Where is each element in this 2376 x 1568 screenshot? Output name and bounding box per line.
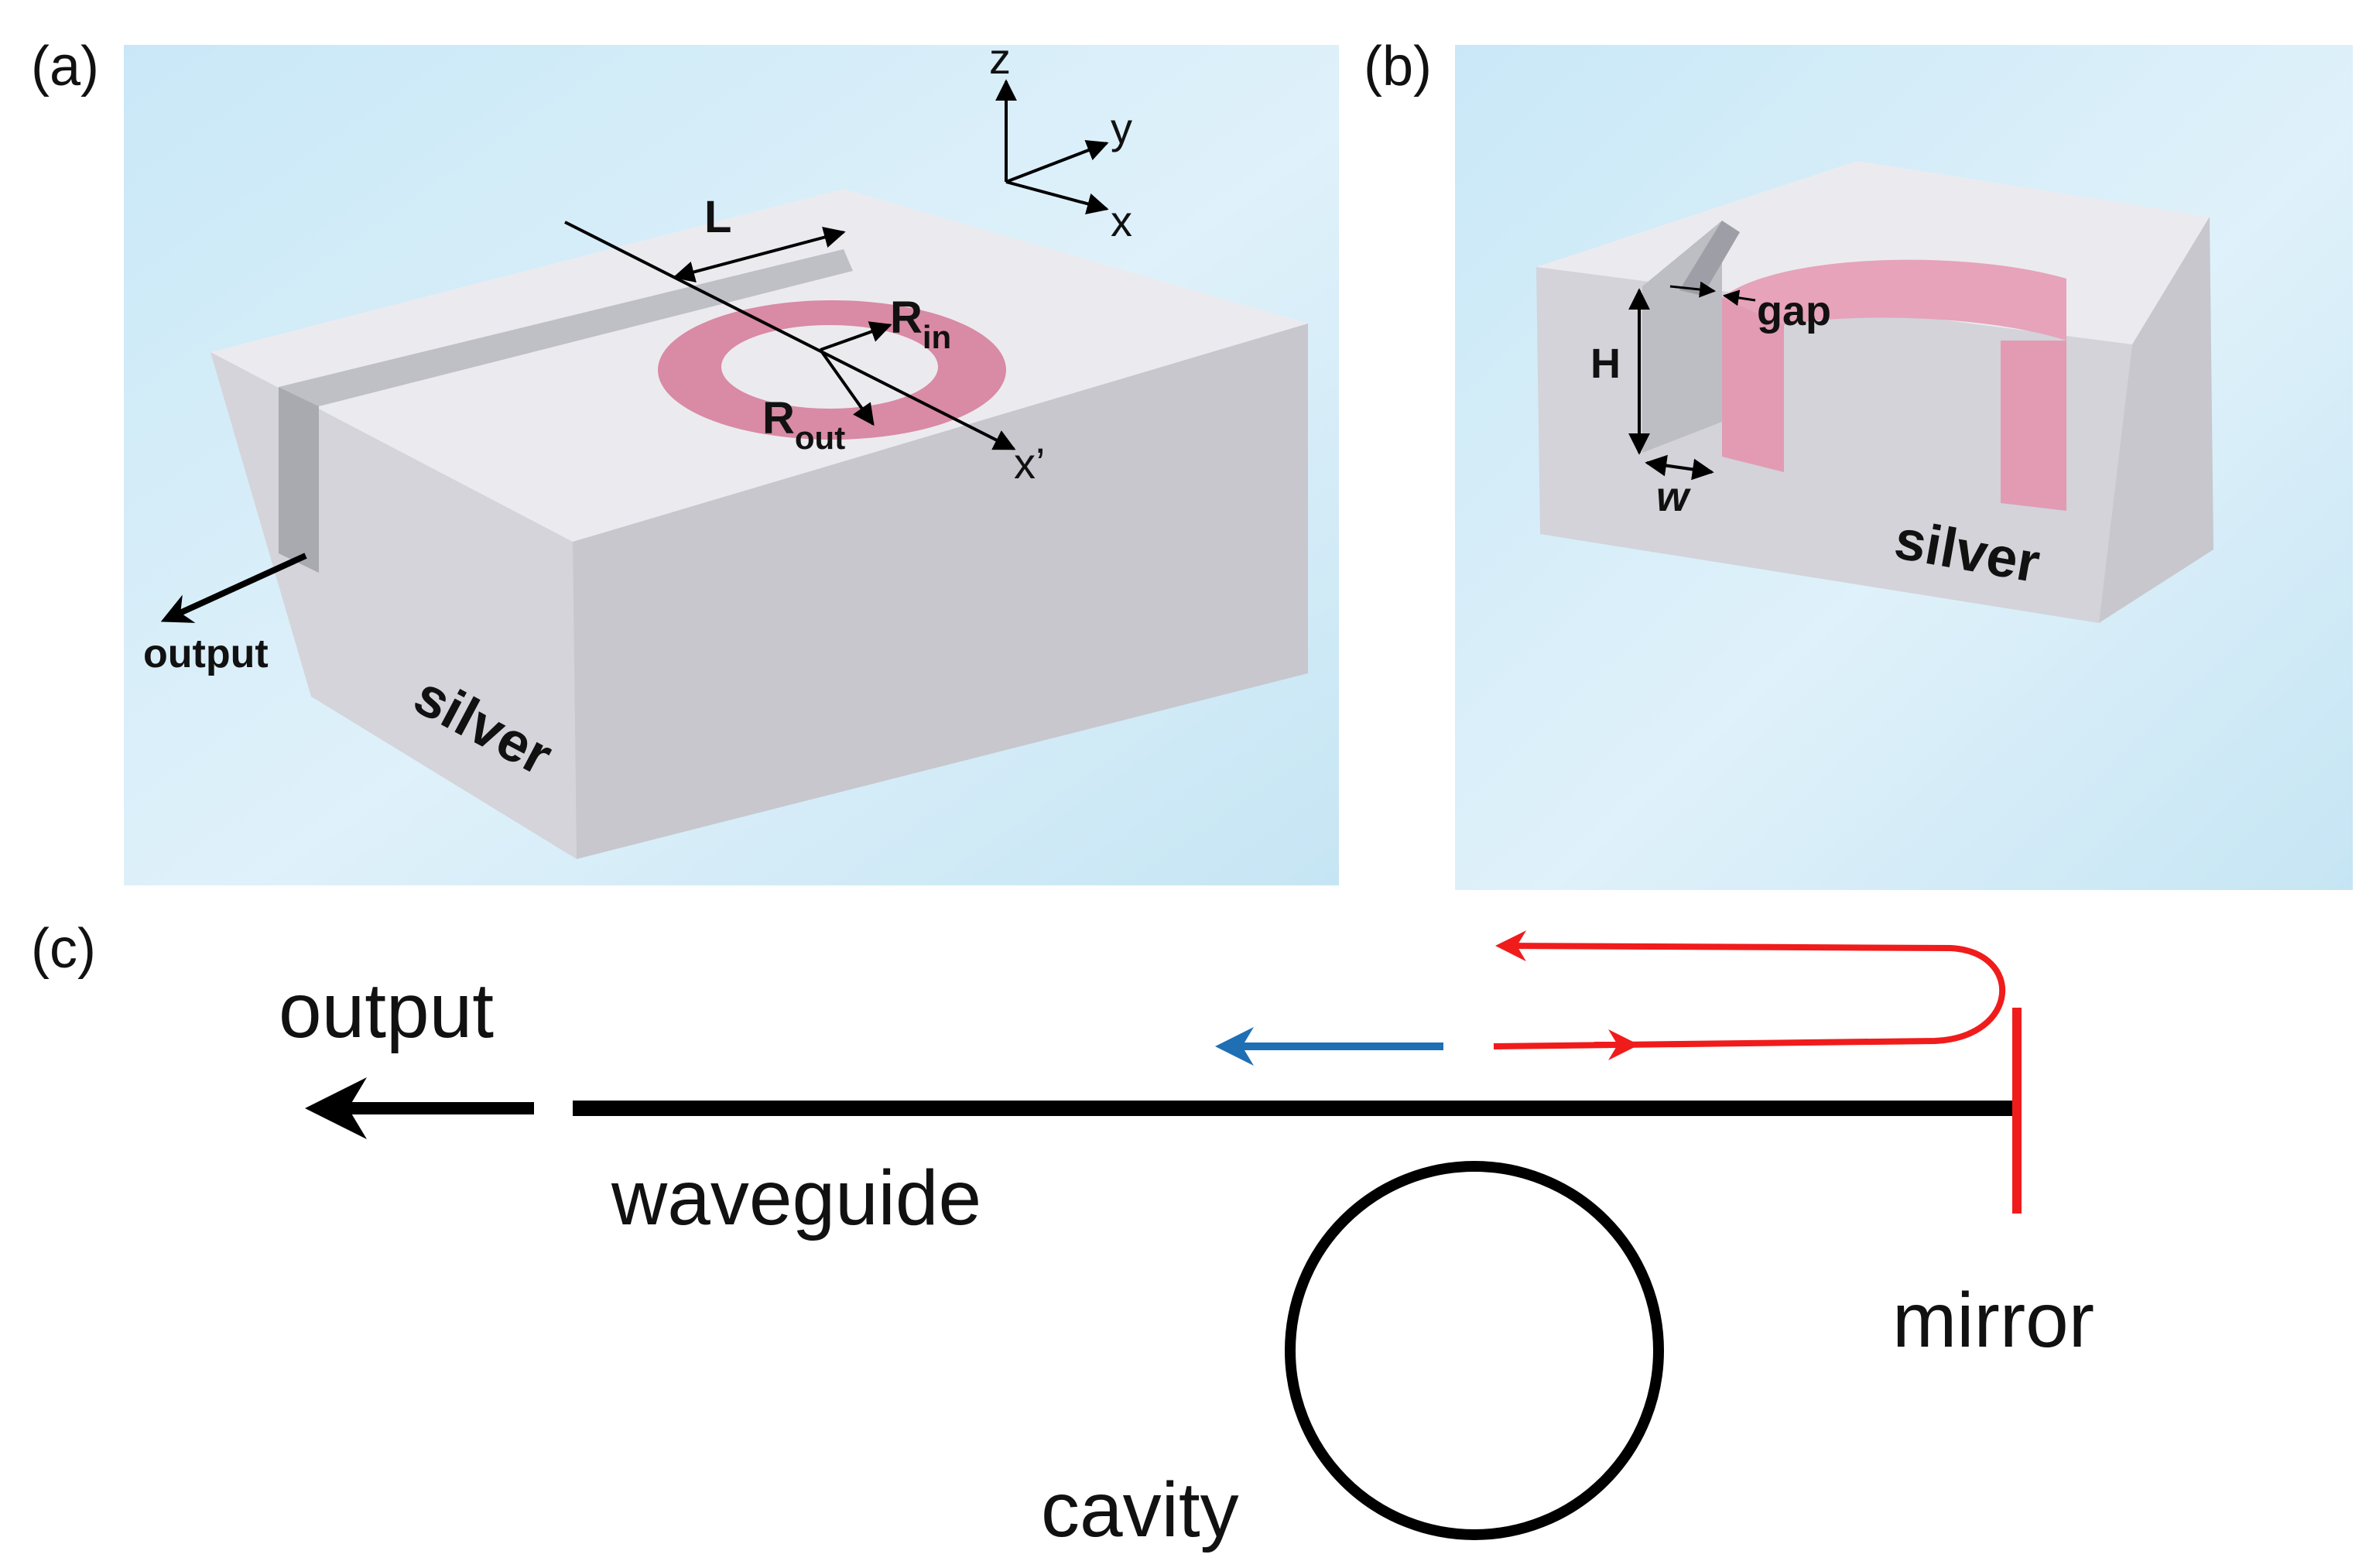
block-b-side xyxy=(2099,217,2213,623)
panel-c-label: (c) xyxy=(31,918,96,980)
ring-b-left-wall xyxy=(1722,298,1784,472)
y-axis-label: y xyxy=(1111,104,1132,152)
output-arrow-a xyxy=(160,553,307,623)
r-out-label: Rout xyxy=(762,393,845,456)
x-axis-arrow xyxy=(1005,180,1109,214)
height-label: H xyxy=(1590,341,1621,387)
r-in-arrow xyxy=(820,321,892,351)
x-prime-cut-line xyxy=(564,221,1016,450)
panel-b: (b) H w gap silver xyxy=(1364,36,2353,890)
output-label-c: output xyxy=(279,967,494,1054)
axes-triad xyxy=(995,79,1109,214)
slot-b-top xyxy=(1679,221,1740,296)
x-prime-label: x’ xyxy=(1014,439,1045,488)
block-a-front-right xyxy=(573,324,1308,859)
reflected-light-loop xyxy=(1493,930,2005,1049)
r-in-label: Rin xyxy=(890,293,951,355)
panel-a-label: (a) xyxy=(31,36,99,98)
panel-c: (c) output waveguide mirror cavity xyxy=(31,918,2094,1553)
panel-b-label: (b) xyxy=(1364,36,1432,98)
y-axis-arrow xyxy=(1005,139,1109,183)
output-label-a: output xyxy=(143,632,269,676)
ring-b-right-wall xyxy=(2001,341,2066,511)
x-axis-label: x xyxy=(1111,197,1132,245)
ring-cross-section-b xyxy=(1722,259,2066,511)
waveguide-slot-opening xyxy=(279,387,319,573)
width-label: w xyxy=(1656,474,1691,520)
r-out-arrow xyxy=(819,348,875,426)
waveguide-label: waveguide xyxy=(611,1155,981,1241)
ring-inner xyxy=(721,325,938,409)
length-label: L xyxy=(704,192,731,242)
waveguide-slot-a xyxy=(279,249,853,406)
length-dimension-arrow xyxy=(673,226,846,283)
width-dimension-arrow xyxy=(1645,454,1714,481)
ring-b-top xyxy=(1722,259,2066,341)
gap-label: gap xyxy=(1757,288,1831,334)
cavity-circle xyxy=(1285,1161,1664,1540)
z-axis-label: z xyxy=(989,34,1011,83)
cavity-label: cavity xyxy=(1041,1467,1239,1553)
mirror-label: mirror xyxy=(1892,1277,2094,1364)
gap-arrow-right xyxy=(1722,289,1756,306)
gap-arrow-left xyxy=(1669,281,1717,298)
ring-resonator-a xyxy=(658,300,1006,440)
panel-a: (a) z y x x’ L xyxy=(31,34,1339,885)
